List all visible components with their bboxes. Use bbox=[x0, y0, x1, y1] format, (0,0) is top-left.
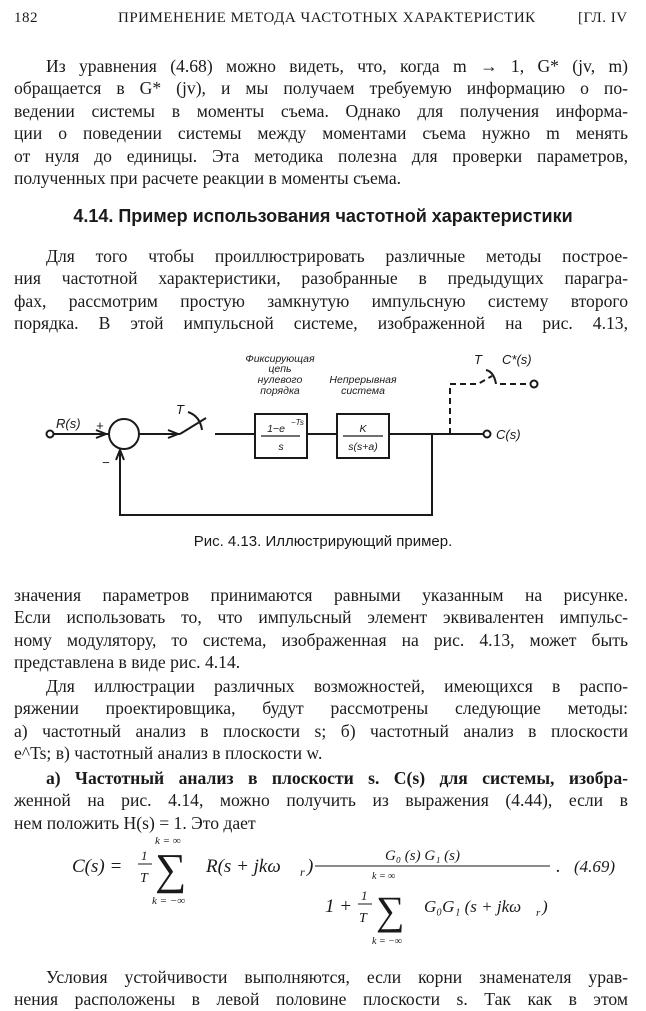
text-line: Для того чтобы проиллюстрировать различн… bbox=[46, 246, 628, 266]
block-diagram: R(s) + − T T C*(s) C(s) Фиксирующая цепь… bbox=[45, 352, 539, 516]
eq-term: R(s + jkω bbox=[205, 856, 281, 877]
text-line: ведении системы в моменты съема. Однако … bbox=[14, 100, 628, 121]
plant-label-line: система bbox=[341, 385, 385, 397]
plus-sign: + bbox=[96, 418, 104, 433]
text-line: представлена в виде рис. 4.14. bbox=[14, 652, 241, 673]
eq-den-T: T bbox=[359, 911, 368, 926]
hold-denominator: s bbox=[278, 441, 284, 453]
hold-numerator: 1−e bbox=[267, 423, 285, 435]
text-line: значения параметров принимаются равными … bbox=[14, 585, 628, 605]
input-terminal bbox=[45, 429, 55, 439]
text-line: фах, рассмотрим простую замкнутую импуль… bbox=[14, 290, 628, 311]
text-line: полученных при расчете реакции в моменты… bbox=[14, 167, 402, 188]
sampler-arrow-icon bbox=[485, 369, 497, 385]
arrow-icon bbox=[115, 447, 125, 461]
sampled-output-label: C*(s) bbox=[502, 352, 532, 367]
section-heading: 4.14. Пример использования частотной хар… bbox=[73, 206, 573, 226]
eq-one: 1 bbox=[141, 848, 148, 863]
summing-junction bbox=[108, 418, 140, 450]
chapter-label: [ГЛ. IV bbox=[578, 10, 628, 26]
eq-den-one: 1 bbox=[361, 888, 368, 903]
text-line: ному модулятору, то система, изображенна… bbox=[14, 629, 628, 650]
page-number: 182 bbox=[14, 10, 38, 26]
sampler-switch bbox=[179, 417, 207, 435]
figure-caption: Рис. 4.13. Иллюстрирующий пример. bbox=[193, 533, 453, 550]
eq-T: T bbox=[140, 871, 149, 886]
text-line: от нуля до единицы. Эта методика полезна… bbox=[14, 145, 628, 166]
sampler-period-label: T bbox=[176, 402, 185, 417]
text-line: женной на рис. 4.14, можно получить из в… bbox=[14, 790, 628, 811]
text-line: Если использовать то, что импульсный эле… bbox=[14, 607, 628, 628]
hold-block bbox=[254, 413, 308, 459]
plant-label-line: Непрерывная bbox=[329, 374, 397, 386]
hold-label-line: нулевого bbox=[258, 374, 303, 386]
text-line: порядка. В этой импульсной системе, изоб… bbox=[14, 313, 628, 334]
eq-den-sum-top: k = ∞ bbox=[372, 871, 395, 882]
paragraph-6: Условия устойчивости выполняются, если к… bbox=[14, 966, 628, 1011]
paragraph-1: Из уравнения (4.68) можно видеть, что, к… bbox=[14, 55, 628, 189]
sampler2-period-label: T bbox=[474, 352, 483, 367]
text-line: ции о поведении системы между моментами … bbox=[14, 123, 628, 144]
minus-sign: − bbox=[102, 455, 110, 470]
text-line: обращается в G* (jv), и мы получаем треб… bbox=[14, 78, 628, 99]
sampled-output-terminal bbox=[529, 379, 539, 389]
arrow-icon bbox=[167, 429, 181, 439]
eq-lhs: C(s) = bbox=[72, 856, 122, 877]
text-line: e^Ts; в) частотный анализ в плоскости w. bbox=[14, 743, 323, 764]
eq-numerator: G₀ (s) G₁ (s) bbox=[385, 848, 460, 864]
arrow-icon bbox=[95, 429, 109, 439]
sigma-icon: ∑ bbox=[376, 888, 405, 933]
eq-den-close: ) bbox=[541, 897, 548, 916]
equation-number: (4.69) bbox=[574, 857, 615, 876]
plant-denominator: s(s+a) bbox=[348, 441, 377, 453]
text-line: а) частотный анализ в плоскости s; б) ча… bbox=[14, 720, 628, 741]
eq-den-sum-bottom: k = −∞ bbox=[372, 936, 402, 947]
hold-label-line: порядка bbox=[260, 385, 300, 397]
text-line: Из уравнения (4.68) можно видеть, что, к… bbox=[46, 56, 628, 76]
eq-sum-bottom: k = −∞ bbox=[152, 895, 185, 907]
text-line: Для иллюстрации различных возможностей, … bbox=[46, 676, 628, 696]
hold-exponent: −Ts bbox=[291, 418, 304, 427]
sampler-arrow-icon bbox=[187, 411, 203, 431]
text-line: нем положить H(s) = 1. Это дает bbox=[14, 812, 256, 833]
plant-block bbox=[336, 413, 390, 459]
eq-den-term: G₀G₁ (s + jkω bbox=[424, 897, 521, 916]
paragraph-3: значения параметров принимаются равными … bbox=[14, 584, 628, 674]
text-line: ряжении проектировщика, будут рассмотрен… bbox=[14, 698, 628, 719]
text-line: ния частотной характеристики, разобранны… bbox=[14, 268, 628, 289]
output-terminal bbox=[482, 429, 492, 439]
hold-label-line: цепь bbox=[268, 363, 291, 375]
output-label: C(s) bbox=[496, 427, 521, 442]
equation-4-69: C(s) = 1 T k = ∞ ∑ k = −∞ R(s + jkω r ) … bbox=[72, 835, 615, 947]
text-line: Условия устойчивости выполняются, если к… bbox=[46, 967, 628, 987]
paragraph-5: а) Частотный анализ в плоскости s. C(s) … bbox=[14, 767, 628, 834]
running-title: ПРИМЕНЕНИЕ МЕТОДА ЧАСТОТНЫХ ХАРАКТЕРИСТИ… bbox=[118, 10, 536, 26]
eq-sub-r: r bbox=[300, 865, 305, 879]
plant-numerator: K bbox=[359, 423, 367, 435]
paragraph-2: Для того чтобы проиллюстрировать различн… bbox=[14, 245, 628, 335]
eq-sum-top: k = ∞ bbox=[155, 835, 181, 847]
hold-label-line: Фиксирующая bbox=[245, 353, 315, 365]
eq-close: ) bbox=[306, 856, 313, 877]
eq-den-sub-r: r bbox=[536, 907, 541, 919]
eq-dot: . bbox=[556, 856, 561, 877]
input-label: R(s) bbox=[56, 416, 81, 431]
text-line: а) Частотный анализ в плоскости s. C(s) … bbox=[46, 768, 628, 788]
paragraph-4: Для иллюстрации различных возможностей, … bbox=[14, 675, 628, 765]
sigma-icon: ∑ bbox=[155, 845, 186, 894]
eq-den-pre: 1 + bbox=[325, 896, 352, 917]
